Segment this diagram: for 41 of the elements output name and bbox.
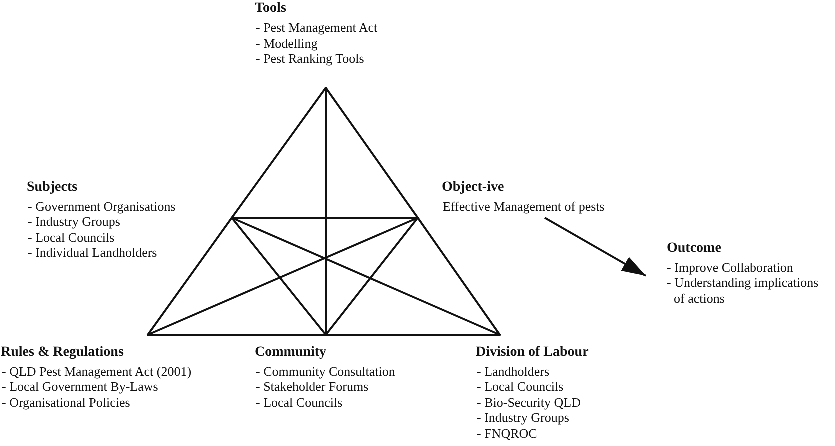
list-item: - Landholders [476, 364, 550, 379]
list-item: - Government Organisations [27, 198, 176, 214]
description-text: Effective Management of pests [442, 198, 605, 214]
heading: Subjects [27, 178, 78, 196]
list-item: - Industry Groups [27, 214, 120, 230]
list-item: - Stakeholder Forums [255, 379, 369, 394]
list-item: - Understanding implications of actions [667, 275, 820, 306]
list-item: - Local Councils [27, 230, 115, 245]
list-item: - Industry Groups [476, 410, 570, 426]
list-item: - Bio-Security QLD [476, 394, 581, 410]
heading: Rules & Regulations [1, 344, 124, 362]
connector-line [325, 87, 327, 336]
list-item: - QLD Pest Management Act (2001) [1, 364, 192, 379]
connector-line [231, 217, 501, 336]
connector-line [147, 217, 419, 336]
heading: Community [255, 344, 327, 362]
connector-line [325, 217, 419, 336]
connector-line [325, 334, 501, 336]
list-item: - Local Councils [476, 379, 564, 394]
list-item: - Local Councils [255, 394, 343, 410]
connector-line [231, 87, 327, 219]
connector-line [231, 217, 327, 336]
list-item: - Individual Landholders [27, 245, 158, 260]
list-item: - Local Government By-Laws [1, 379, 158, 394]
connector-line [231, 217, 419, 219]
connector-line [417, 217, 501, 336]
list-item: - Pest Ranking Tools [255, 51, 364, 66]
heading: Division of Labour [476, 344, 589, 362]
list-item: - Improve Collaboration [667, 260, 794, 275]
heading: Tools [255, 0, 286, 18]
list-item: - FNQROC [476, 426, 538, 441]
connector-line [325, 87, 419, 219]
list-item: - Organisational Policies [1, 394, 130, 410]
list-item: - Pest Management Act [255, 20, 378, 36]
arrow [544, 217, 646, 277]
connector-line [147, 334, 327, 336]
connector-line [147, 217, 233, 336]
list-item: - Community Consultation [255, 364, 396, 379]
heading: Outcome [667, 240, 722, 258]
list-item: - Modelling [255, 36, 318, 51]
heading: Object-ive [442, 178, 504, 196]
